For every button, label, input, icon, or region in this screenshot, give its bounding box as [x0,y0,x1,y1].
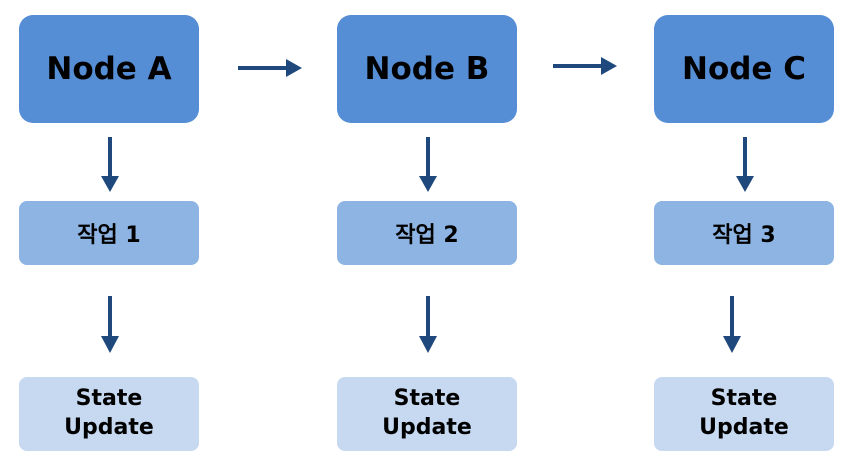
task-2-label: 작업 2 [395,223,459,248]
flow-arrow-task-2-to-update [419,296,437,353]
task-1-box: 작업 1 [19,201,199,265]
node-a-box: Node A [19,15,199,123]
task-2-box: 작업 2 [337,201,517,265]
state-update-2-line2: Update [382,415,472,440]
flow-arrow-b-to-c [553,57,617,75]
task-3-box: 작업 3 [654,201,834,265]
state-update-1-box: State Update [19,377,199,451]
node-a-label: Node A [46,51,172,87]
state-update-2-box: State Update [337,377,517,451]
node-c-label: Node C [682,51,806,87]
state-update-3-line2: Update [699,415,789,440]
state-update-3-line1: State [710,386,778,412]
task-1-label: 작업 1 [77,223,141,248]
state-update-3-box: State Update [654,377,834,451]
flow-arrow-task-3-to-update [723,296,741,353]
flow-arrow-task-1-to-update [101,296,119,353]
node-b-label: Node B [364,51,490,87]
flow-arrow-b-to-task-2 [419,137,437,192]
flow-arrow-c-to-task-3 [736,137,754,192]
task-3-label: 작업 3 [712,223,776,248]
flow-arrow-a-to-b [238,59,302,77]
flow-arrow-a-to-task-1 [101,137,119,192]
node-b-box: Node B [337,15,517,123]
state-update-2-line1: State [393,386,461,412]
state-update-1-line1: State [75,386,143,412]
state-update-1-line2: Update [64,415,154,440]
node-c-box: Node C [654,15,834,123]
